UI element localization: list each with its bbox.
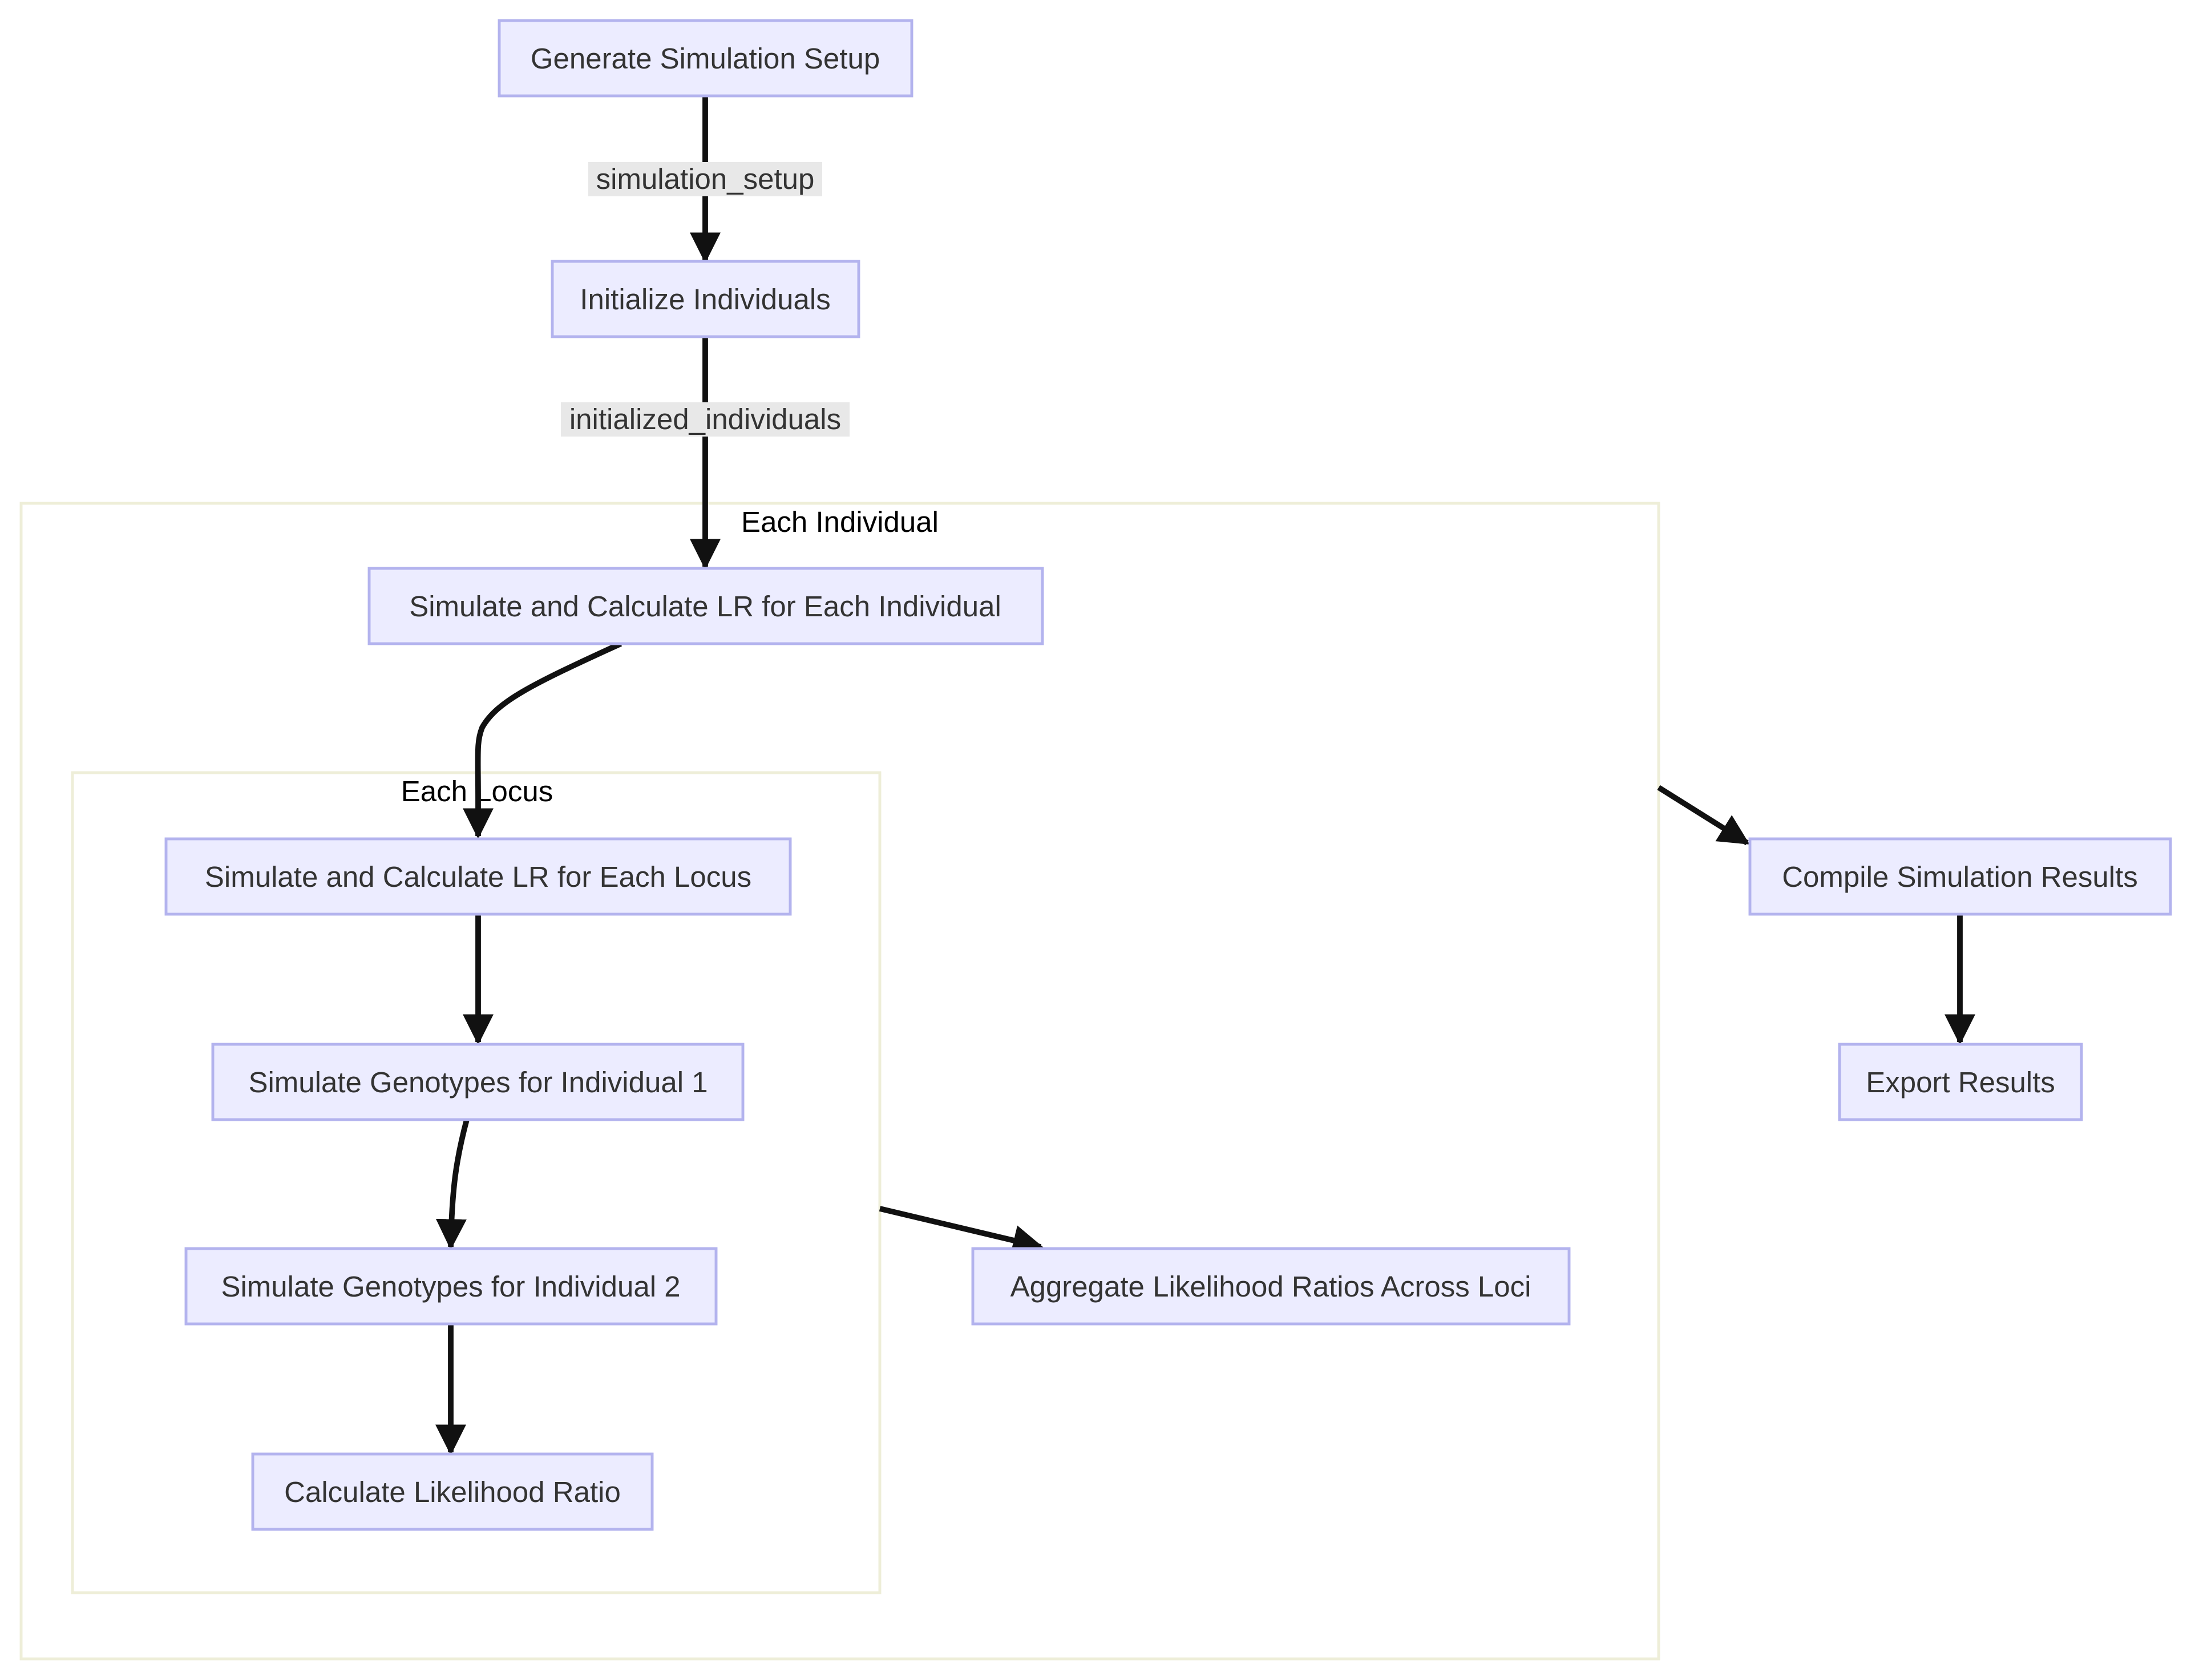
node-simulate-genotypes-individual-1-label: Simulate Genotypes for Individual 1 (248, 1066, 708, 1099)
node-initialize-individuals[interactable]: Initialize Individuals (551, 260, 860, 338)
node-aggregate-likelihood-ratios[interactable]: Aggregate Likelihood Ratios Across Loci (971, 1247, 1571, 1326)
node-generate-simulation-setup[interactable]: Generate Simulation Setup (498, 19, 913, 98)
edge-label-simulation-setup: simulation_setup (588, 162, 822, 196)
edge-locus-cluster-to-aggregate (879, 1206, 1044, 1256)
edge-label-initialized-individuals-text: initialized_individuals (569, 403, 841, 435)
node-calculate-likelihood-ratio-label: Calculate Likelihood Ratio (284, 1476, 621, 1508)
edge-individual-cluster-to-compile (1657, 785, 1750, 846)
edges (435, 96, 1975, 1456)
node-simulate-lr-each-locus[interactable]: Simulate and Calculate LR for Each Locus (164, 837, 792, 916)
edge-geno1-to-geno2 (435, 1118, 470, 1250)
node-export-results[interactable]: Export Results (1838, 1043, 2083, 1121)
edge-label-simulation-setup-text: simulation_setup (596, 163, 815, 195)
cluster-each-individual-label: Each Individual (741, 506, 939, 538)
node-aggregate-likelihood-ratios-label: Aggregate Likelihood Ratios Across Loci (1010, 1270, 1531, 1303)
edge-label-initialized-individuals: initialized_individuals (561, 402, 850, 437)
node-compile-simulation-results-label: Compile Simulation Results (1782, 861, 2138, 893)
node-simulate-lr-each-individual-label: Simulate and Calculate LR for Each Indiv… (409, 590, 1001, 623)
edge-individual-to-locus (463, 641, 622, 839)
node-simulate-genotypes-individual-1[interactable]: Simulate Genotypes for Individual 1 (211, 1043, 745, 1121)
node-simulate-genotypes-individual-2[interactable]: Simulate Genotypes for Individual 2 (184, 1247, 718, 1326)
node-export-results-label: Export Results (1866, 1066, 2055, 1099)
node-generate-simulation-setup-label: Generate Simulation Setup (531, 42, 880, 75)
node-simulate-lr-each-individual[interactable]: Simulate and Calculate LR for Each Indiv… (367, 567, 1044, 645)
node-compile-simulation-results[interactable]: Compile Simulation Results (1748, 837, 2172, 916)
node-simulate-lr-each-locus-label: Simulate and Calculate LR for Each Locus (205, 861, 751, 893)
node-initialize-individuals-label: Initialize Individuals (580, 283, 830, 316)
node-calculate-likelihood-ratio[interactable]: Calculate Likelihood Ratio (251, 1452, 654, 1531)
node-simulate-genotypes-individual-2-label: Simulate Genotypes for Individual 2 (221, 1270, 680, 1303)
